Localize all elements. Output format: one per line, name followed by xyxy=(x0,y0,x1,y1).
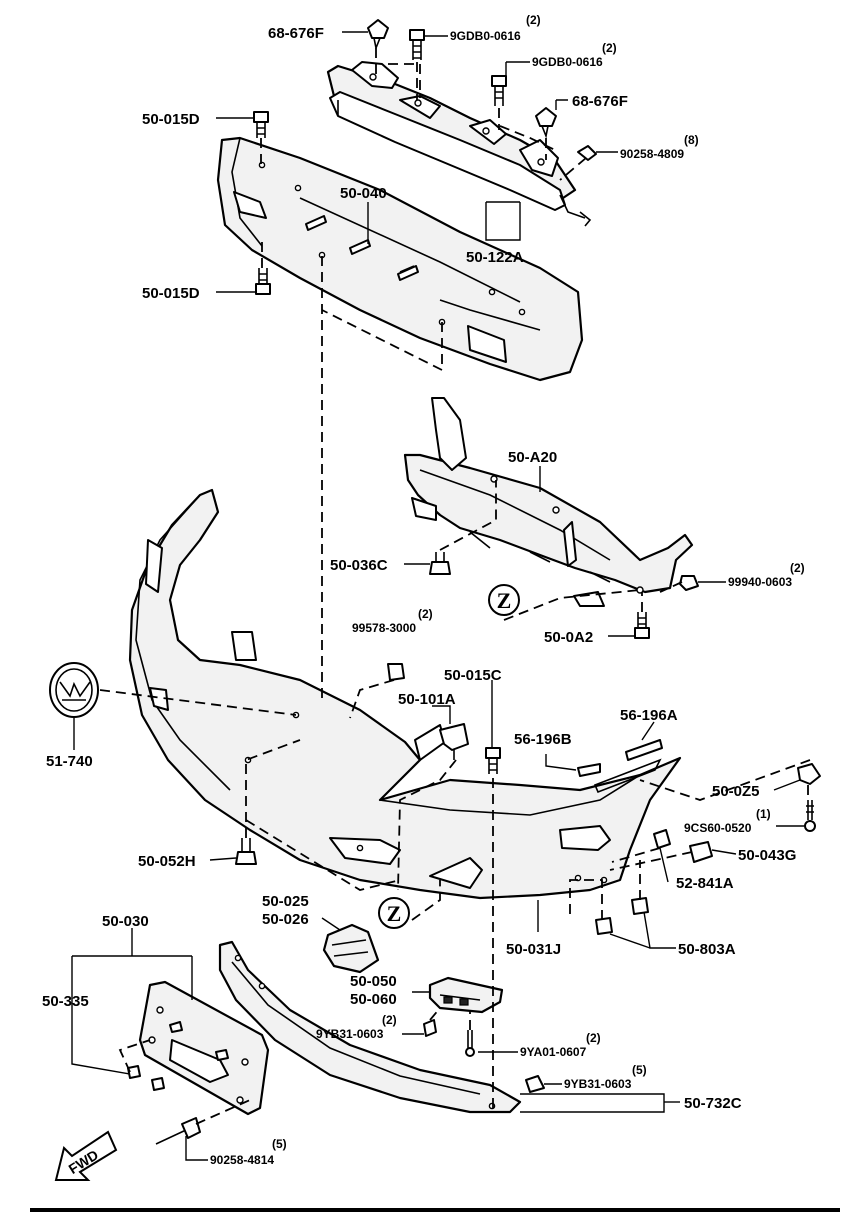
label-50-030: 50-030 xyxy=(102,913,149,930)
label-50-0Z5: 50-0Z5 xyxy=(712,783,760,800)
part-labels: 68-676F (2) 9GDB0-0616 (2) 9GDB0-0616 68… xyxy=(42,13,805,1167)
qty-90258-4809: (8) xyxy=(684,133,699,147)
svg-text:Z: Z xyxy=(497,588,512,613)
fog-bezel-50-025[interactable] xyxy=(322,923,380,974)
label-50-015C: 50-015C xyxy=(444,667,502,684)
label-99578-3000: 99578-3000 xyxy=(352,621,416,635)
emblem-51-740[interactable] xyxy=(49,662,99,718)
svg-text:Z: Z xyxy=(387,901,402,926)
label-68-676F-right: 68-676F xyxy=(572,93,628,110)
qty-9YB31-0603-b: (5) xyxy=(632,1063,647,1077)
label-50-803A: 50-803A xyxy=(678,941,736,958)
label-50-040: 50-040 xyxy=(340,185,387,202)
license-plate-bracket-50-030[interactable] xyxy=(127,980,270,1116)
qty-9GDB0-a: (2) xyxy=(526,13,541,27)
label-50-043G: 50-043G xyxy=(738,847,796,864)
fwd-arrow-icon: FWD xyxy=(54,1130,118,1181)
qty-99578-3000: (2) xyxy=(418,607,433,621)
label-9GDB0-0616-b: 9GDB0-0616 xyxy=(532,55,603,69)
qty-9YA01-0607: (2) xyxy=(586,1031,601,1045)
qty-9CS60-0520: (1) xyxy=(756,807,771,821)
label-50-122A: 50-122A xyxy=(466,249,524,266)
label-56-196A: 56-196A xyxy=(620,707,678,724)
lower-lip-50-732C[interactable] xyxy=(218,940,522,1114)
label-9YB31-0603-b: 9YB31-0603 xyxy=(564,1077,632,1091)
qty-9GDB0-b: (2) xyxy=(602,41,617,55)
z-marker-upper: Z xyxy=(488,584,520,616)
label-50-050: 50-050 xyxy=(350,973,397,990)
label-50-732C: 50-732C xyxy=(684,1095,742,1112)
label-99940-0603: 99940-0603 xyxy=(728,575,792,589)
qty-9YB31-0603-a: (2) xyxy=(382,1013,397,1027)
label-9CS60-0520: 9CS60-0520 xyxy=(684,821,752,835)
bottom-rule xyxy=(30,1208,840,1212)
installation-lines xyxy=(99,48,811,1125)
label-9GDB0-0616-a: 9GDB0-0616 xyxy=(450,29,521,43)
label-50-025: 50-025 xyxy=(262,893,309,910)
label-50-0A2: 50-0A2 xyxy=(544,629,593,646)
fasteners xyxy=(155,19,821,1145)
label-56-196B: 56-196B xyxy=(514,731,572,748)
bumper-reinforcement-50-122A[interactable] xyxy=(326,61,592,227)
label-50-052H: 50-052H xyxy=(138,853,196,870)
bumper-cover-50-031J[interactable] xyxy=(128,488,682,900)
label-50-026: 50-026 xyxy=(262,911,309,928)
label-90258-4809: 90258-4809 xyxy=(620,147,684,161)
label-90258-4814: 90258-4814 xyxy=(210,1153,274,1167)
label-50-335: 50-335 xyxy=(42,993,89,1010)
label-50-015D-top: 50-015D xyxy=(142,111,200,128)
label-50-036C: 50-036C xyxy=(330,557,388,574)
label-51-740: 51-740 xyxy=(46,753,93,770)
label-68-676F-top: 68-676F xyxy=(268,25,324,42)
label-50-A20: 50-A20 xyxy=(508,449,557,466)
tow-bracket-50-050[interactable] xyxy=(423,976,504,1037)
qty-90258-4814: (5) xyxy=(272,1137,287,1151)
label-52-841A: 52-841A xyxy=(676,875,734,892)
bumper-bracket-50-A20[interactable] xyxy=(403,397,694,607)
label-9YB31-0603-a: 9YB31-0603 xyxy=(316,1027,384,1041)
label-50-060: 50-060 xyxy=(350,991,397,1008)
label-50-031J: 50-031J xyxy=(506,941,561,958)
qty-99940-0603: (2) xyxy=(790,561,805,575)
label-50-015D-bottom: 50-015D xyxy=(142,285,200,302)
leader-lines xyxy=(71,31,804,1161)
z-marker-lower: Z xyxy=(378,897,410,929)
bumper-absorber-50-040[interactable] xyxy=(216,136,584,382)
label-9YA01-0607: 9YA01-0607 xyxy=(520,1045,587,1059)
label-50-101A: 50-101A xyxy=(398,691,456,708)
